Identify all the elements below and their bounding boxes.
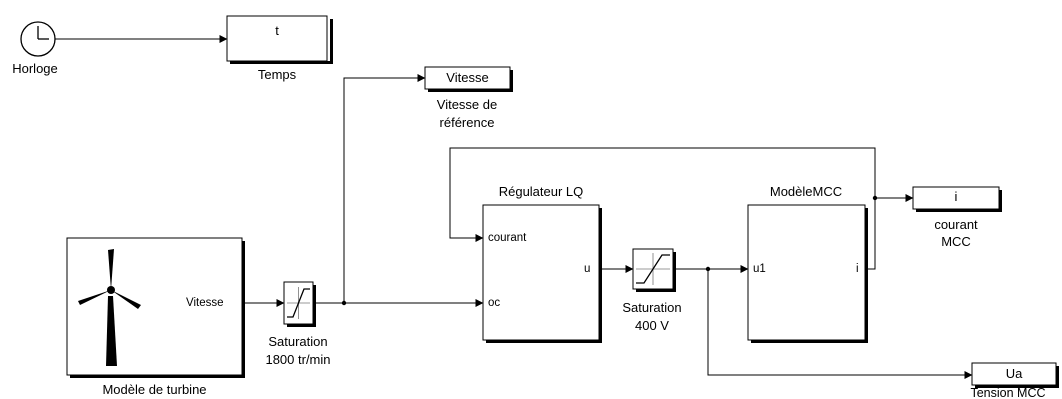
temps-label: Temps — [227, 67, 327, 83]
sat400-label-line1: Saturation — [604, 300, 700, 316]
regulateur-output-u: u — [584, 262, 590, 276]
sat400-label-line2: 400 V — [604, 318, 700, 334]
saturation-400-block[interactable] — [633, 249, 676, 292]
courant-mcc-label-line1: courant — [903, 217, 1009, 233]
courant-mcc-content: i — [913, 189, 999, 205]
tension-mcc-content: Ua — [972, 366, 1056, 382]
saturation-1800-block[interactable] — [284, 282, 316, 327]
turbine-output-vitesse: Vitesse — [186, 296, 224, 310]
wire-i-out — [868, 198, 875, 269]
regulateur-title: Régulateur LQ — [471, 184, 611, 200]
regulateur-input-courant: courant — [488, 231, 526, 245]
vitesse-ref-label-line1: Vitesse de — [412, 97, 522, 113]
vitesse-ref-label-line2: référence — [412, 115, 522, 131]
modele-mcc-title: ModèleMCC — [746, 184, 866, 200]
modele-mcc-block[interactable] — [748, 205, 868, 343]
modele-mcc-output-i: i — [856, 262, 859, 276]
vitesse-ref-content: Vitesse — [425, 70, 510, 86]
courant-mcc-label-line2: MCC — [903, 234, 1009, 250]
regulateur-input-oc: oc — [488, 296, 500, 310]
sat1800-label-line2: 1800 tr/min — [250, 352, 346, 368]
tension-mcc-label: Tension MCC — [954, 388, 1062, 399]
sat1800-label-line1: Saturation — [250, 334, 346, 350]
clock-label: Horloge — [0, 61, 70, 77]
modele-mcc-input-u1: u1 — [753, 262, 766, 276]
clock-block[interactable] — [21, 22, 55, 56]
temps-content: t — [227, 23, 327, 39]
turbine-label: Modèle de turbine — [67, 381, 242, 398]
